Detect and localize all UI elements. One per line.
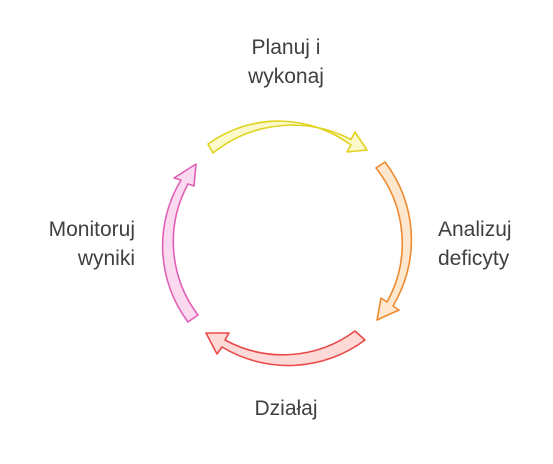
arrow-monitor <box>161 163 199 323</box>
step-label-monitor-line-1: Monitoruj <box>48 218 135 241</box>
arrow-plan <box>207 120 368 154</box>
step-label-act-line-1: Działaj <box>254 397 318 420</box>
arrow-plan-body <box>207 120 368 154</box>
arrow-analyze-body <box>375 161 413 321</box>
step-label-monitor-line-2: wyniki <box>77 247 135 270</box>
step-label-act: Działaj <box>186 394 386 423</box>
step-label-analyze-line-2: deficyty <box>438 247 510 270</box>
step-label-plan: Planuj i wykonaj <box>186 33 386 91</box>
arrow-act <box>205 330 366 367</box>
arrow-analyze <box>375 161 413 321</box>
arrow-monitor-body <box>161 163 199 323</box>
step-label-plan-line-2: wykonaj <box>248 65 324 88</box>
arrow-act-body <box>205 330 366 367</box>
step-label-plan-line-1: Planuj i <box>251 36 321 59</box>
step-label-analyze: Analizuj deficyty <box>438 215 512 273</box>
step-label-analyze-line-1: Analizuj <box>438 218 512 241</box>
step-label-monitor: Monitoruj wyniki <box>49 215 135 273</box>
